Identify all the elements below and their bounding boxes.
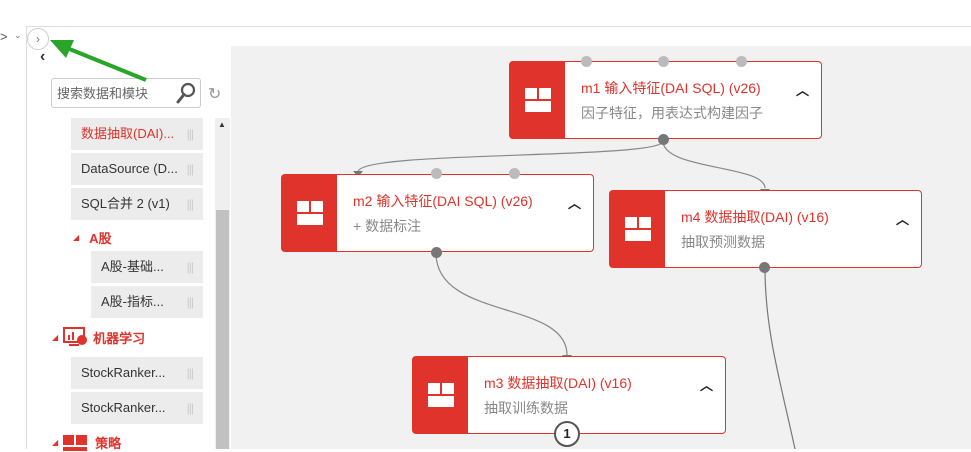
output-port-badge[interactable]: 1 (554, 421, 580, 447)
item-label: 数据抽取(DAI)... (81, 126, 175, 141)
module-icon (282, 175, 337, 251)
drag-handle-icon[interactable]: ||| (186, 366, 194, 380)
connection-m4-out (764, 267, 796, 449)
output-port[interactable] (759, 262, 770, 273)
node-description: 抽取预测数据 (681, 234, 765, 250)
search-icon[interactable] (176, 82, 196, 104)
input-port[interactable] (431, 168, 442, 179)
drag-handle-icon[interactable]: ||| (186, 295, 194, 309)
item-label: SQL合并 2 (v1) (81, 196, 170, 211)
expanded-triangle-icon: ◢ (73, 233, 80, 242)
item-label: StockRanker... (81, 365, 166, 380)
output-port[interactable] (658, 134, 669, 145)
sidebar-item[interactable]: StockRanker... ||| (71, 357, 203, 389)
search-box[interactable] (51, 78, 201, 108)
group-label: A股 (89, 231, 112, 246)
sidebar-item[interactable]: A股-指标... ||| (91, 286, 203, 318)
annotation-arrow (50, 40, 147, 82)
node-description: + 数据标注 (353, 218, 422, 234)
collapse-caret-icon[interactable]: ︿ (699, 378, 713, 393)
input-port[interactable] (581, 56, 592, 67)
group-label: 机器学习 (93, 330, 146, 346)
item-label: DataSource (D... (81, 161, 178, 176)
sidebar-group-ashare[interactable]: ◢ A股 (73, 228, 112, 247)
module-icon (413, 357, 468, 433)
node-title: m4 数据抽取(DAI) (v16) (681, 209, 829, 225)
sidebar-item[interactable]: DataSource (D... ||| (71, 153, 203, 185)
module-icon (510, 62, 565, 138)
node-title: m2 输入特征(DAI SQL) (v26) (353, 193, 533, 209)
collapse-caret-icon[interactable]: ︿ (795, 83, 809, 98)
node-description: 因子特征，用表达式构建因子 (581, 105, 763, 121)
top-border (26, 26, 971, 27)
chevron-down-icon[interactable]: ⌄ (14, 30, 22, 40)
connection-m2-m3 (435, 252, 568, 356)
expand-sidebar-button[interactable]: › (27, 28, 49, 50)
node-m4[interactable]: m4 数据抽取(DAI) (v16) 抽取预测数据 ︿ (609, 190, 922, 268)
search-input[interactable] (52, 79, 170, 107)
sidebar-item[interactable]: A股-基础... ||| (91, 251, 203, 283)
node-title: m1 输入特征(DAI SQL) (v26) (581, 80, 761, 96)
item-label: StockRanker... (81, 400, 166, 415)
scroll-up-icon[interactable]: ▲ (218, 120, 226, 129)
collapse-sidebar-icon[interactable]: ‹ (40, 48, 46, 65)
connection-m1-m2 (357, 140, 664, 173)
node-title: m3 数据抽取(DAI) (v16) (484, 375, 632, 391)
scrollbar-thumb[interactable] (216, 210, 229, 449)
sidebar-group-ml[interactable]: ◢ 机器学习 (52, 327, 145, 347)
drag-handle-icon[interactable]: ||| (186, 197, 194, 211)
item-label: A股-指标... (101, 294, 164, 309)
expanded-triangle-icon: ◢ (52, 332, 59, 342)
drag-handle-icon[interactable]: ||| (186, 127, 194, 141)
node-description: 抽取训练数据 (484, 400, 568, 416)
left-border (26, 26, 27, 449)
sidebar-item[interactable]: SQL合并 2 (v1) ||| (71, 188, 203, 220)
breadcrumb-separator: > (0, 29, 8, 44)
expanded-triangle-icon: ◢ (52, 438, 59, 447)
input-port[interactable] (736, 56, 747, 67)
sidebar-item[interactable]: StockRanker... ||| (71, 392, 203, 424)
collapse-caret-icon[interactable]: ︿ (895, 212, 909, 227)
collapse-caret-icon[interactable]: ︿ (567, 196, 581, 211)
node-m2[interactable]: m2 输入特征(DAI SQL) (v26) + 数据标注 ︿ (281, 174, 594, 252)
refresh-icon[interactable]: ↻ (208, 86, 222, 103)
input-port[interactable] (658, 56, 669, 67)
item-label: A股-基础... (101, 259, 164, 274)
output-port[interactable] (431, 247, 442, 258)
drag-handle-icon[interactable]: ||| (186, 162, 194, 176)
module-icon (610, 191, 665, 267)
sidebar-item[interactable]: 数据抽取(DAI)... ||| (71, 118, 203, 150)
connection-m1-m4 (662, 140, 766, 189)
group-label: 策略 (95, 436, 122, 451)
drag-handle-icon[interactable]: ||| (186, 401, 194, 415)
machine-learning-icon (63, 327, 88, 346)
drag-handle-icon[interactable]: ||| (186, 260, 194, 274)
node-m1[interactable]: m1 输入特征(DAI SQL) (v26) 因子特征，用表达式构建因子 ︿ (509, 61, 822, 139)
input-port[interactable] (509, 168, 520, 179)
